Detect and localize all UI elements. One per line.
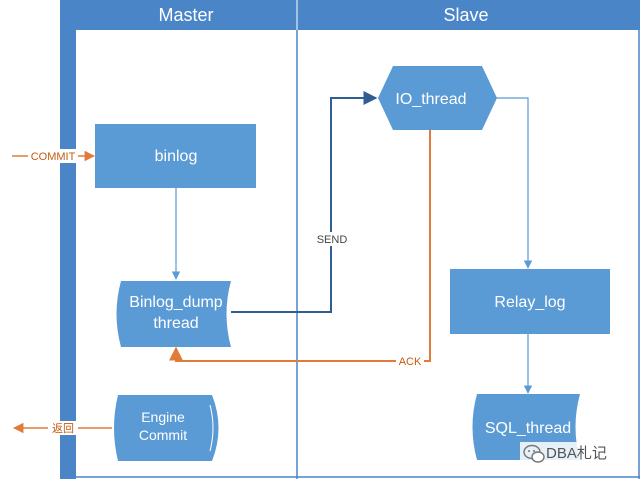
edge-ack <box>169 130 431 362</box>
lane-header-bar <box>60 0 640 30</box>
node-relay-log-label: Relay_log <box>494 294 565 311</box>
lane-title-slave: Slave <box>443 5 488 25</box>
edge-io-to-relay <box>494 97 533 269</box>
node-binlog-dump-thread <box>116 281 231 347</box>
node-engine-commit <box>114 395 219 461</box>
edge-label-commit: COMMIT <box>31 151 76 163</box>
edge-send <box>231 91 378 313</box>
node-engine-commit-edge <box>209 404 214 452</box>
wechat-icon <box>523 444 545 463</box>
label-bg-ack <box>396 355 424 369</box>
node-io-thread <box>378 66 497 130</box>
node-io-thread-label: IO_thread <box>395 91 466 108</box>
watermark-text: DBA札记 <box>546 445 607 462</box>
node-binlog-dump-label-2: thread <box>153 315 198 332</box>
node-sql-thread-label: SQL_thread <box>485 420 571 437</box>
lane-title-master: Master <box>158 5 213 25</box>
watermark: DBA札记 <box>520 442 624 464</box>
node-binlog-dump-label-1: Binlog_dump <box>129 294 223 311</box>
node-binlog-label: binlog <box>155 148 198 165</box>
node-relay-log <box>450 269 610 334</box>
node-engine-commit-label-2: Commit <box>139 427 187 443</box>
edge-label-return: 返回 <box>52 422 74 435</box>
edge-label-ack: ACK <box>399 356 422 368</box>
node-binlog <box>95 124 256 188</box>
label-bg-return <box>48 421 78 435</box>
label-bg-commit <box>28 149 78 163</box>
node-engine-commit-label-1: Engine <box>141 409 185 425</box>
label-bg-send <box>316 232 348 246</box>
edge-label-send: SEND <box>317 234 348 246</box>
lane-left-bar <box>60 0 76 479</box>
